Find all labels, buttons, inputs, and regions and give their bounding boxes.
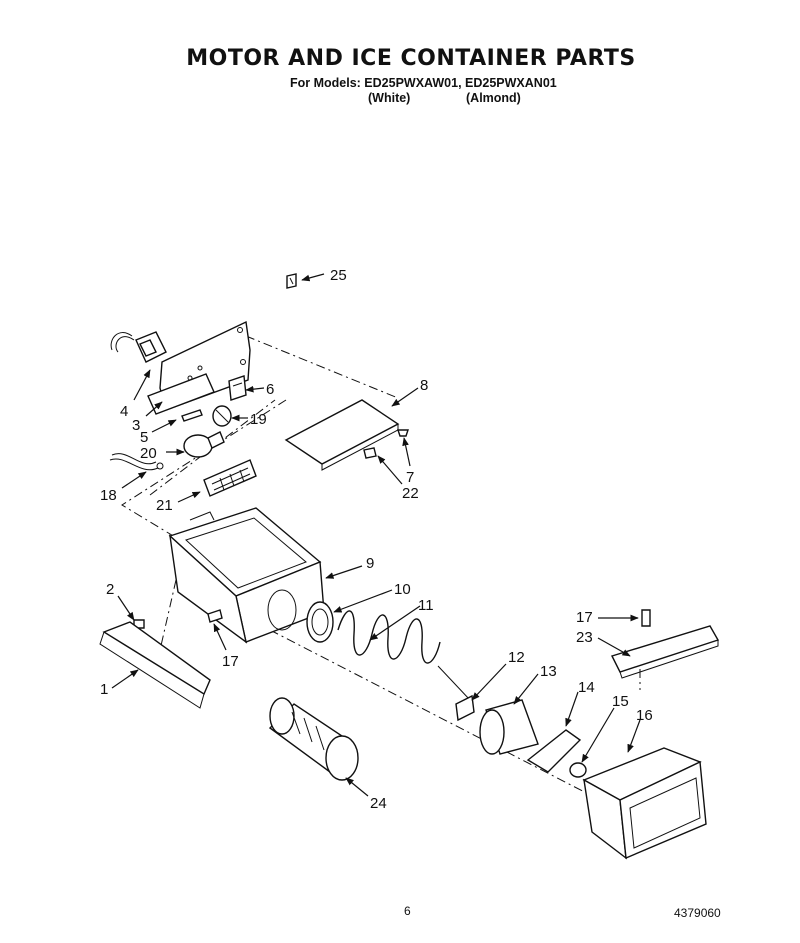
callout-22: 22: [402, 485, 419, 502]
callout-23: 23: [576, 629, 593, 646]
page-number: 6: [404, 904, 411, 918]
part-24-drive-sleeve: [268, 697, 359, 781]
part-6-bracket: [228, 375, 247, 401]
part-25-clip: [286, 273, 297, 289]
callout-19: 19: [250, 411, 267, 428]
document-number: 4379060: [674, 906, 721, 920]
callout-17-lower: 17: [222, 653, 239, 670]
part-21-grille: [203, 459, 257, 497]
callout-13: 13: [540, 663, 557, 680]
part-19-socket: [212, 405, 232, 427]
part-3-mounting-plate: [147, 320, 251, 415]
part-13-crusher-housing: [479, 699, 539, 755]
callout-20: 20: [140, 445, 157, 462]
callout-5: 5: [140, 429, 148, 446]
model-numbers: For Models: ED25PWXAW01, ED25PWXAN01: [290, 76, 557, 90]
callout-2: 2: [106, 581, 114, 598]
part-5-screw: [181, 409, 203, 422]
part-15-bushing: [569, 762, 587, 778]
callout-21: 21: [156, 497, 173, 514]
part-14-blade: [526, 729, 582, 773]
part-12-nut: [455, 694, 475, 722]
part-1-bracket: [99, 621, 211, 709]
callout-6: 6: [266, 381, 274, 398]
callout-1: 1: [100, 681, 108, 698]
part-16-front-housing: [582, 747, 707, 860]
callout-11: 11: [418, 597, 434, 614]
part-17-screw-lower: [207, 609, 223, 623]
callout-24: 24: [370, 795, 387, 812]
part-9-ice-container: [168, 507, 325, 644]
callout-15: 15: [612, 693, 629, 710]
part-7-screw: [397, 429, 409, 437]
callout-16: 16: [636, 707, 653, 724]
part-11-auger-spring: [337, 610, 471, 701]
leader-lines: [111, 273, 641, 797]
callout-7: 7: [406, 469, 414, 486]
part-22-screw: [363, 447, 377, 459]
finish-almond-label: (Almond): [466, 91, 521, 105]
part-4-motor: [110, 331, 167, 363]
page-title: MOTOR AND ICE CONTAINER PARTS: [186, 46, 636, 71]
part-18-wire-harness: [109, 453, 164, 471]
callout-8: 8: [420, 377, 428, 394]
part-20-bulb: [183, 431, 225, 458]
callout-4: 4: [120, 403, 128, 420]
callout-10: 10: [394, 581, 411, 598]
callout-25: 25: [330, 267, 347, 284]
part-8-cover-plate: [284, 399, 400, 471]
callout-3: 3: [132, 417, 140, 434]
part-10-ring: [306, 601, 334, 643]
callout-17-upper: 17: [576, 609, 593, 626]
callout-12: 12: [508, 649, 525, 666]
callout-9: 9: [366, 555, 374, 572]
part-17-screw-upper: [641, 609, 651, 627]
callout-18: 18: [100, 487, 117, 504]
callout-14: 14: [578, 679, 595, 696]
finish-white-label: (White): [368, 91, 411, 105]
part-23-strip: [611, 625, 720, 679]
callout-labels: 25 4 3 5 6 19 20 18 21 8 7 22 9 10 11 2 …: [100, 267, 653, 812]
